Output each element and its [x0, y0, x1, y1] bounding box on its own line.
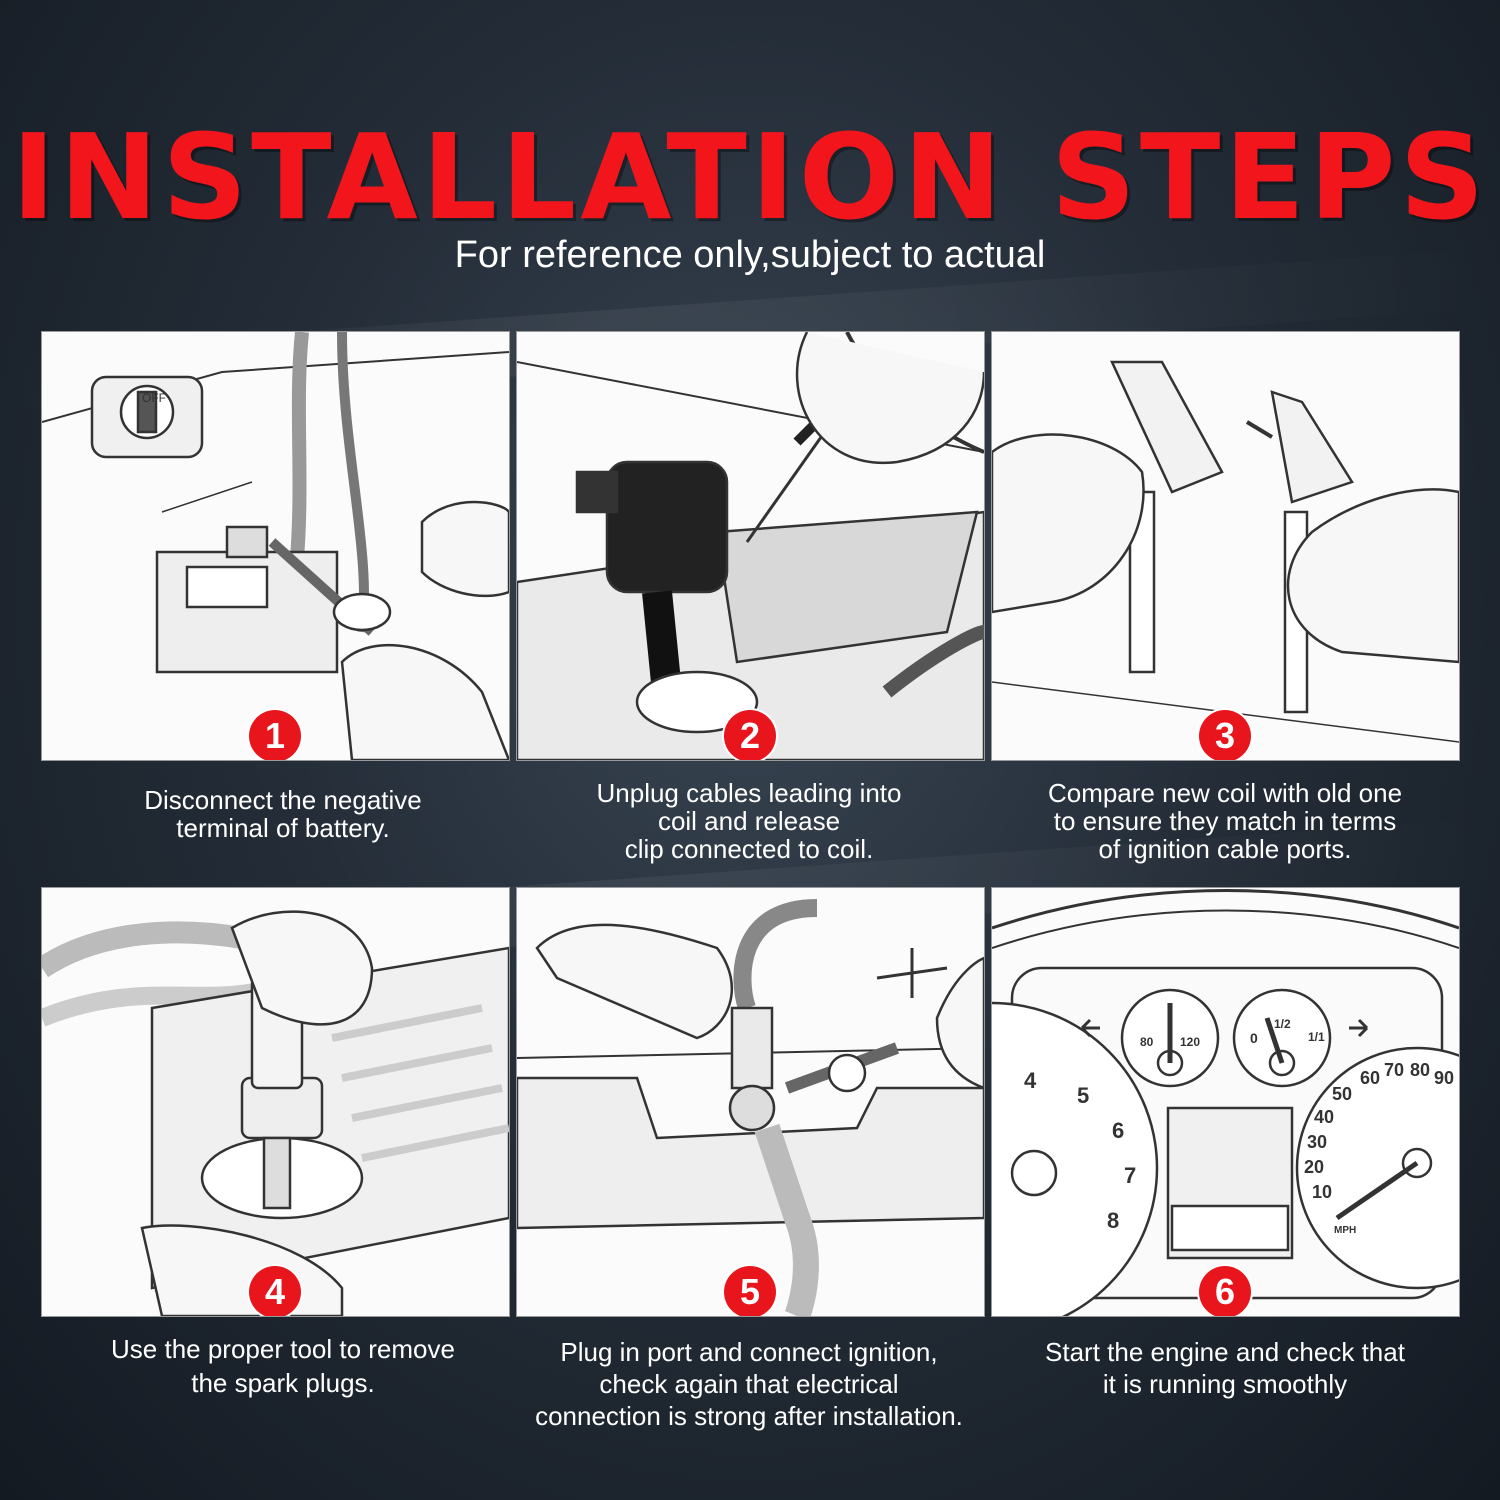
- step-6-illustration: 4 5 6 7 8 80 120 0 1/2 1/1 10 20 30 40 5…: [991, 887, 1460, 1317]
- temp-label-120: 120: [1180, 1035, 1200, 1049]
- speed-number-70: 70: [1384, 1060, 1404, 1080]
- step-5-badge: 5: [724, 1266, 776, 1316]
- speed-number-80: 80: [1410, 1060, 1430, 1080]
- step-2-illustration: 2: [516, 331, 985, 761]
- speed-unit-label: MPH: [1334, 1225, 1356, 1236]
- step-2-caption: Unplug cables leading into coil and rele…: [596, 778, 902, 864]
- speed-number-60: 60: [1360, 1068, 1380, 1088]
- step-1-caption: Disconnect the negative terminal of batt…: [144, 785, 422, 843]
- off-switch-label: OFF: [142, 391, 166, 405]
- speed-number-30: 30: [1307, 1132, 1327, 1152]
- speed-number-20: 20: [1304, 1157, 1324, 1177]
- step-6-badge: 6: [1199, 1266, 1251, 1316]
- page-title: INSTALLATION STEPS: [11, 108, 1489, 246]
- tach-number-7: 7: [1124, 1163, 1136, 1188]
- step-1-badge: 1: [249, 710, 301, 760]
- step-3-badge: 3: [1199, 710, 1251, 760]
- step-3-illustration: 3: [991, 331, 1460, 761]
- tach-number-5: 5: [1077, 1083, 1089, 1108]
- step-5-caption: Plug in port and connect ignition, check…: [535, 1337, 963, 1431]
- speed-number-40: 40: [1314, 1107, 1334, 1127]
- page-subtitle: For reference only,subject to actual: [454, 234, 1046, 276]
- step-4-caption: Use the proper tool to remove the spark …: [111, 1334, 455, 1398]
- speed-number-90: 90: [1434, 1068, 1454, 1088]
- speed-number-50: 50: [1332, 1084, 1352, 1104]
- tach-number-4: 4: [1024, 1068, 1037, 1093]
- step-2-badge: 2: [724, 710, 776, 760]
- tach-number-8: 8: [1107, 1208, 1119, 1233]
- step-6-caption: Start the engine and check that it is ru…: [1045, 1337, 1405, 1399]
- fuel-label-full: 1/1: [1308, 1030, 1325, 1044]
- speed-number-10: 10: [1312, 1182, 1332, 1202]
- step-1-illustration: OFF 1: [41, 331, 510, 761]
- tach-number-6: 6: [1112, 1118, 1124, 1143]
- step-5-illustration: 5: [516, 887, 985, 1317]
- fuel-label-half: 1/2: [1274, 1017, 1291, 1031]
- temp-label-80: 80: [1140, 1035, 1154, 1049]
- step-4-badge: 4: [249, 1266, 301, 1316]
- step-4-illustration: 4: [41, 887, 510, 1317]
- step-3-caption: Compare new coil with old one to ensure …: [1047, 778, 1403, 864]
- fuel-label-0: 0: [1250, 1030, 1258, 1046]
